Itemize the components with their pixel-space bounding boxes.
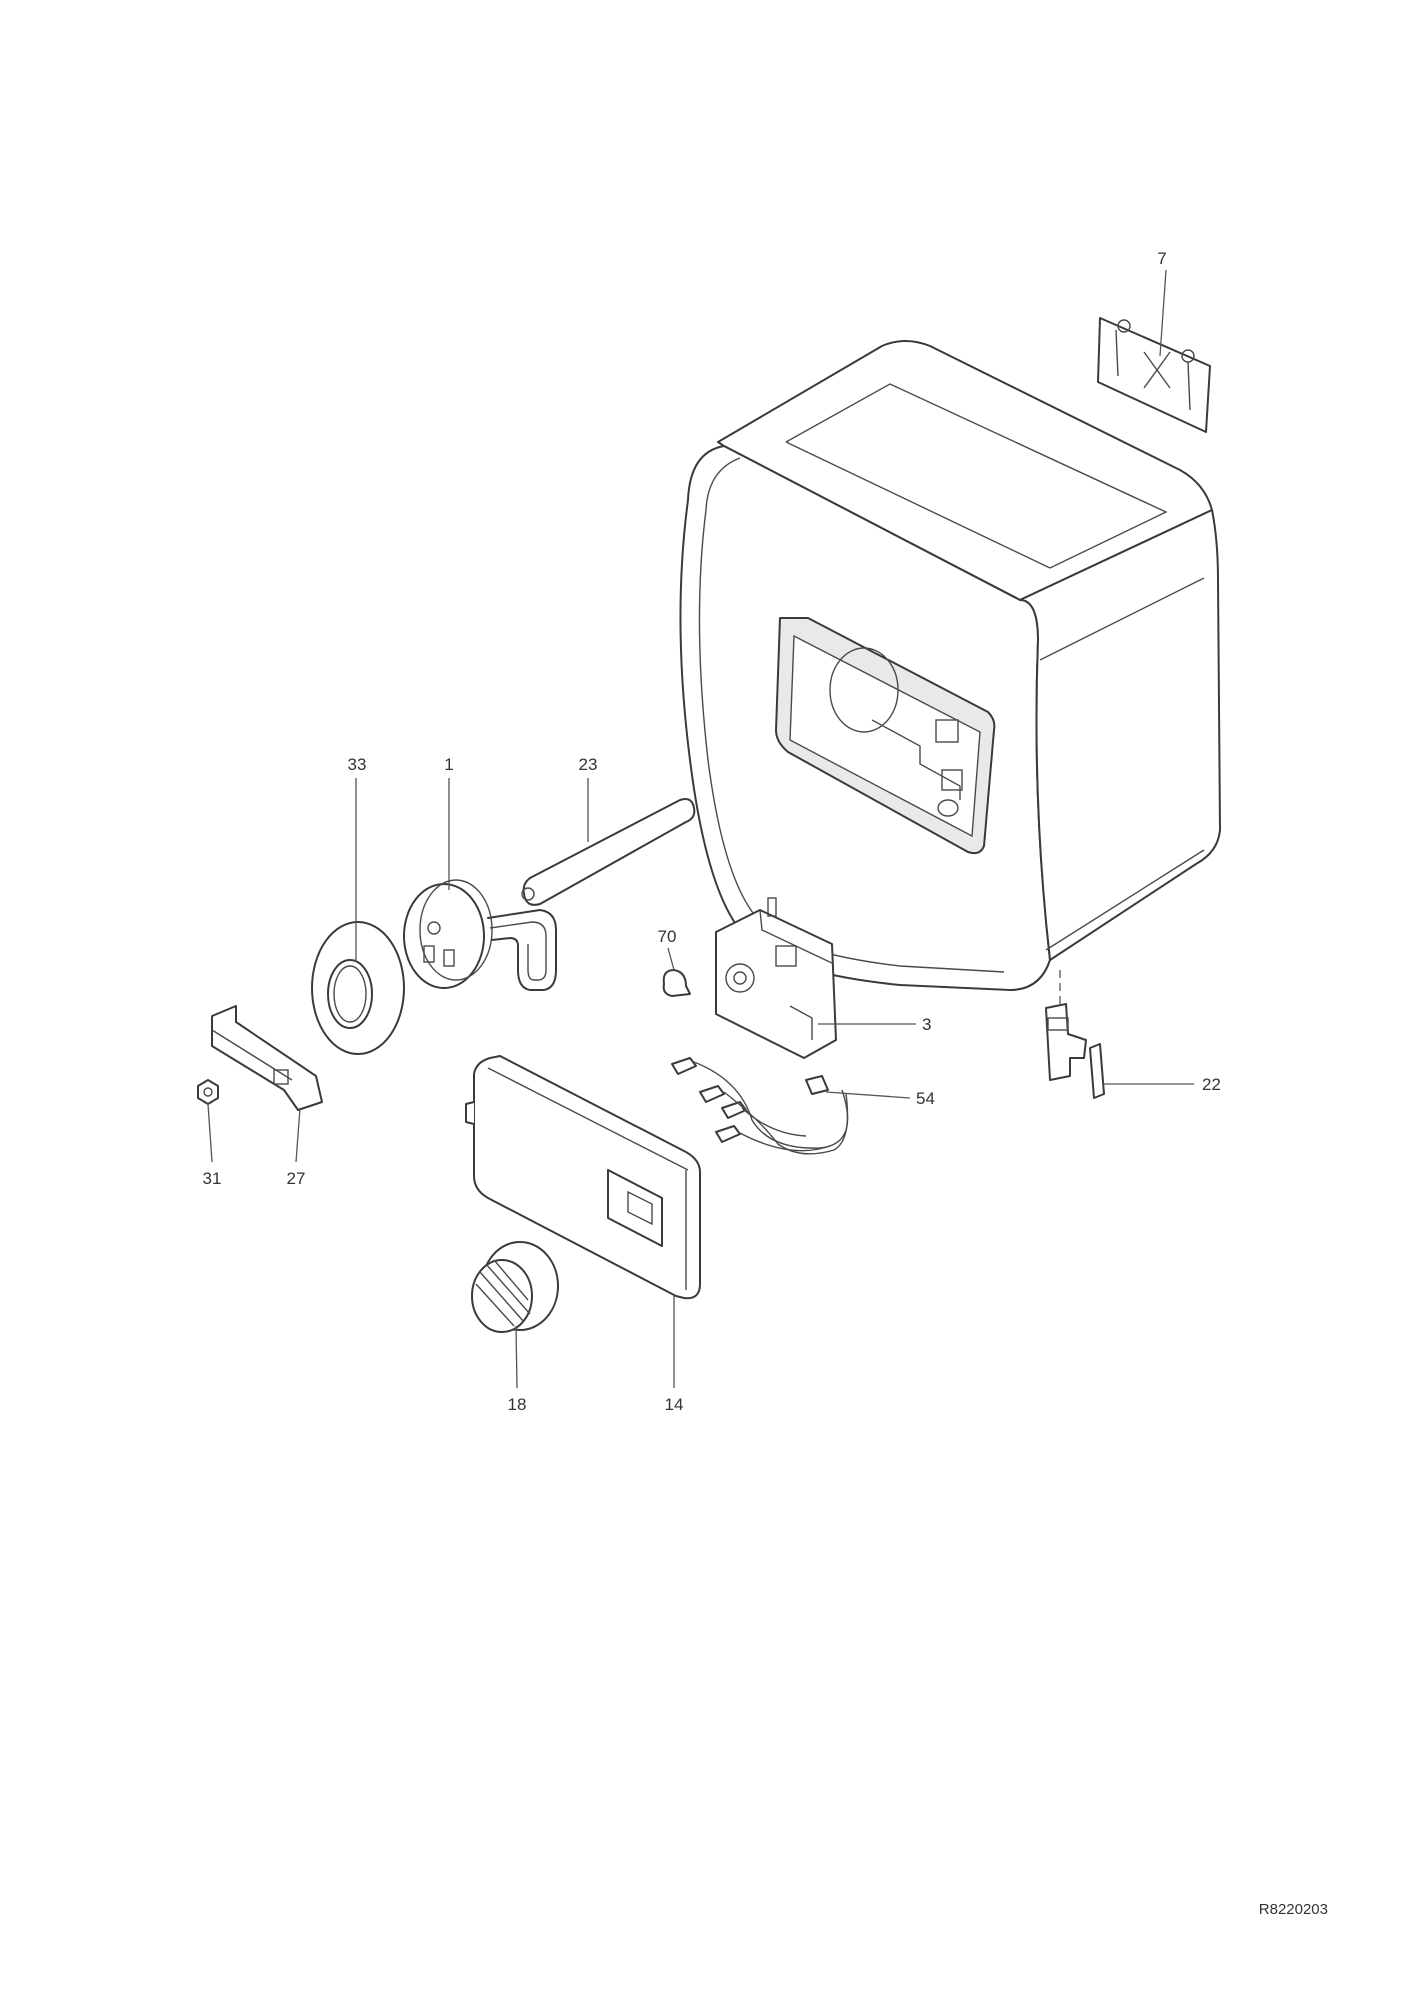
part-33-gasket xyxy=(311,921,405,1055)
part-54-wiring xyxy=(671,1057,849,1155)
part-7-wall-bracket xyxy=(1097,317,1211,433)
label-part-70: 70 xyxy=(658,927,677,946)
label-part-3: 3 xyxy=(922,1015,931,1034)
part-18-knob xyxy=(471,1241,559,1333)
part-27-clamp xyxy=(211,1005,323,1111)
part-labels: 7 33 1 23 70 3 54 22 31 27 18 14 xyxy=(203,249,1221,1414)
tank-body xyxy=(679,340,1221,991)
label-part-7: 7 xyxy=(1157,249,1166,268)
label-part-27: 27 xyxy=(287,1169,306,1188)
leader-lines xyxy=(207,269,1194,1389)
label-part-22: 22 xyxy=(1202,1075,1221,1094)
label-part-54: 54 xyxy=(916,1089,935,1108)
label-part-18: 18 xyxy=(508,1395,527,1414)
part-22-safety-valve xyxy=(1045,970,1105,1099)
part-70-clip xyxy=(662,969,691,997)
part-3-thermostat xyxy=(715,897,837,1059)
drawing-code: R8220203 xyxy=(1259,1901,1328,1918)
label-part-23: 23 xyxy=(579,755,598,774)
label-part-1: 1 xyxy=(444,755,453,774)
label-part-31: 31 xyxy=(203,1169,222,1188)
part-23-anode-rod xyxy=(521,798,696,906)
label-part-33: 33 xyxy=(348,755,367,774)
label-part-14: 14 xyxy=(665,1395,684,1414)
part-14-cover-panel xyxy=(465,1055,701,1300)
part-31-nut xyxy=(197,1079,219,1105)
part-1-heating-element xyxy=(403,879,557,991)
